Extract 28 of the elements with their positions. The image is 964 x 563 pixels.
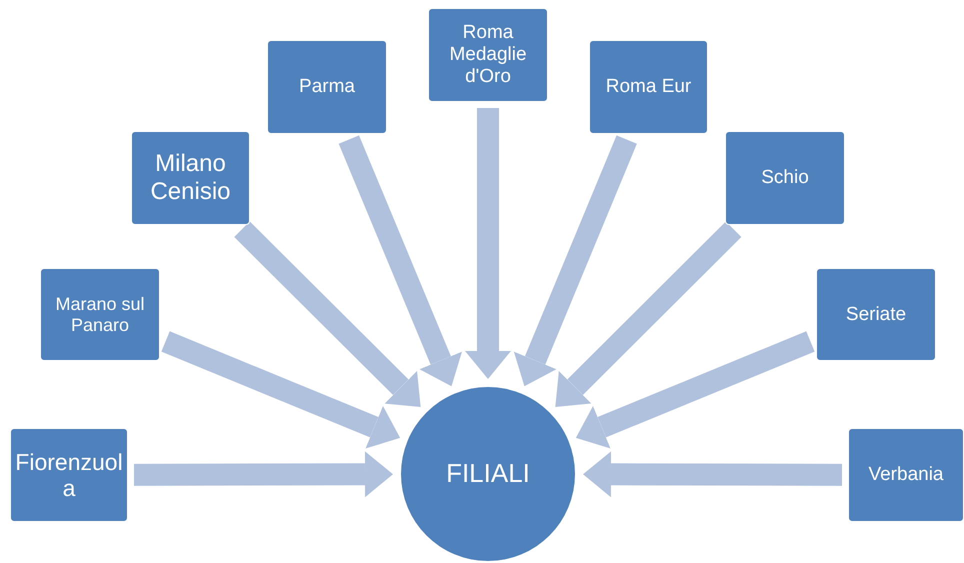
branch-box xyxy=(428,8,548,102)
branch-label: Roma Medaglie d'Oro xyxy=(448,22,528,88)
block-arrow xyxy=(583,451,842,498)
branch-label: Fiorenzuola xyxy=(15,448,123,502)
branch-box xyxy=(816,268,936,361)
branch-box xyxy=(267,40,387,134)
branch-label: Verbania xyxy=(868,464,944,486)
branch-label: Marano sul Panaro xyxy=(54,294,146,336)
block-arrow xyxy=(465,108,511,379)
block-arrow xyxy=(576,331,815,448)
branch-box xyxy=(848,428,964,522)
block-arrow xyxy=(161,331,400,448)
hub-label: FILIALI xyxy=(446,459,530,489)
block-arrow xyxy=(555,221,742,407)
block-arrow xyxy=(338,135,462,386)
block-arrow xyxy=(234,221,421,407)
branch-label: Milano Cenisio xyxy=(149,150,232,206)
branch-label: Schio xyxy=(761,167,809,189)
branch-label: Seriate xyxy=(846,304,906,326)
branch-box xyxy=(725,131,845,225)
branch-label: Parma xyxy=(299,76,355,98)
branch-box xyxy=(131,131,250,225)
branch-label: Roma Eur xyxy=(606,76,692,98)
branch-box xyxy=(10,428,128,522)
block-arrow xyxy=(514,135,637,386)
branch-box xyxy=(40,268,160,361)
branch-box xyxy=(589,40,708,134)
block-arrow xyxy=(134,451,393,498)
